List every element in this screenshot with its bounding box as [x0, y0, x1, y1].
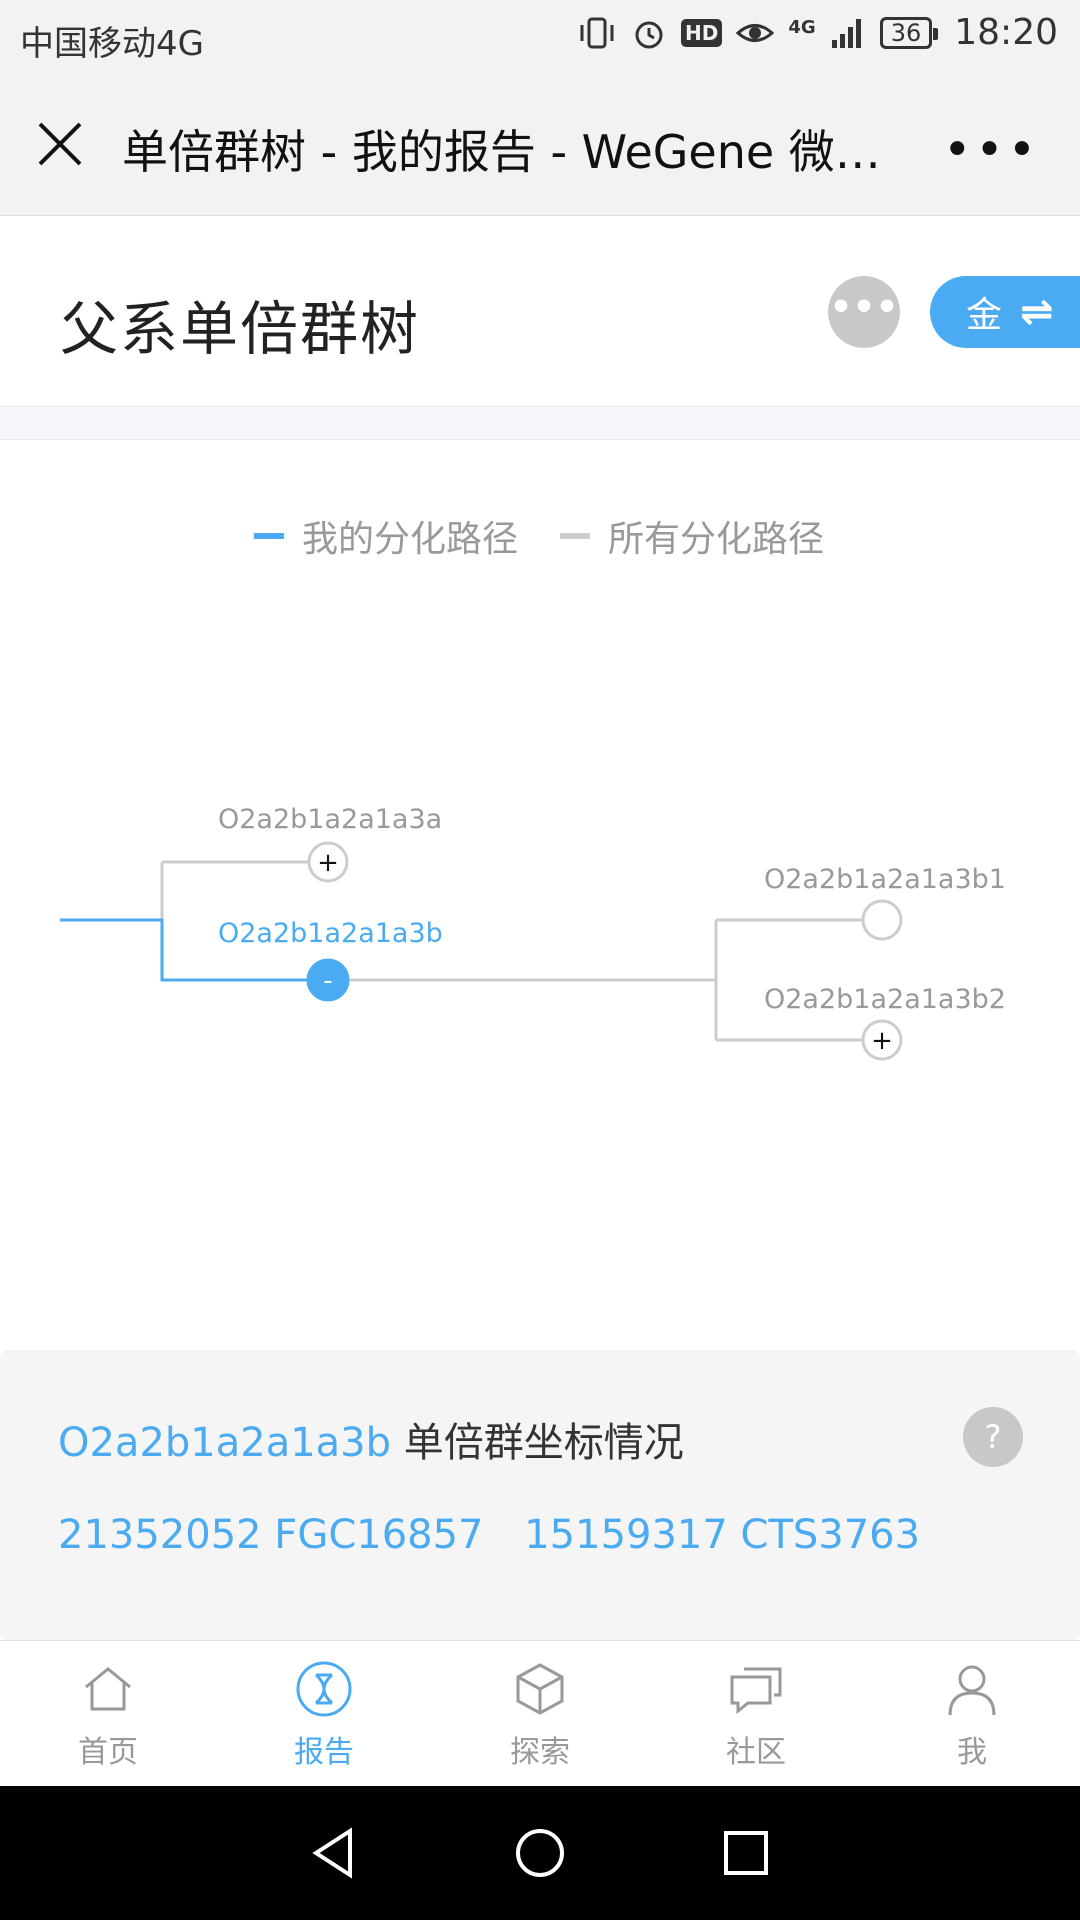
hd-badge: HD: [681, 18, 723, 47]
snp-list: 21352052 FGC16857 15159317 CTS3763: [58, 1512, 948, 1558]
info-haplogroup: O2a2b1a2a1a3b: [58, 1420, 392, 1466]
node-3b-toggle[interactable]: -: [306, 958, 350, 1002]
user-icon: [948, 1665, 996, 1716]
legend-item-mine: 我的分化路径: [254, 510, 518, 562]
legend-swatch-mine: [254, 533, 284, 539]
snp-item[interactable]: 15159317 CTS3763: [524, 1512, 921, 1558]
node-label-3a[interactable]: O2a2b1a2a1a3a: [218, 804, 443, 835]
cube-icon: [516, 1663, 564, 1715]
tab-me[interactable]: 我: [864, 1641, 1080, 1786]
close-icon[interactable]: [32, 116, 88, 172]
tab-label-community: 社区: [726, 1735, 786, 1770]
network-type-label: 4G: [788, 17, 816, 38]
tab-label-home: 首页: [78, 1735, 138, 1770]
node-3b2-toggle[interactable]: +: [861, 1019, 903, 1061]
node-label-3b2[interactable]: O2a2b1a2a1a3b2: [764, 984, 1006, 1015]
tab-community[interactable]: 社区: [648, 1641, 864, 1786]
tab-explore[interactable]: 探索: [432, 1641, 648, 1786]
tab-label-me: 我: [957, 1735, 987, 1770]
page-title: 父系单倍群树: [60, 295, 421, 363]
node-3a-toggle[interactable]: +: [307, 841, 349, 883]
switch-button[interactable]: 金 ⇌: [930, 276, 1080, 348]
switch-label: 金: [966, 295, 1003, 336]
tab-label-report: 报告: [294, 1735, 354, 1770]
home-icon: [85, 1667, 131, 1711]
help-button[interactable]: ?: [963, 1407, 1023, 1467]
node-3a-state: +: [317, 848, 339, 878]
nav-bar: 单倍群树 - 我的报告 - WeGene 微… •••: [0, 76, 1080, 216]
chat-icon: [730, 1667, 782, 1715]
legend-item-all: 所有分化路径: [560, 510, 824, 562]
info-title-suffix: 单倍群坐标情况: [391, 1420, 684, 1466]
alarm-icon: [635, 21, 663, 48]
tree-links: + - +: [60, 841, 903, 1061]
recents-icon[interactable]: [718, 1825, 774, 1881]
section-divider: [0, 406, 1080, 440]
page-header: 父系单倍群树 ••• 金 ⇌: [0, 216, 1080, 406]
status-icons: HD 4G 36 18:20: [577, 12, 1058, 53]
info-title: O2a2b1a2a1a3b 单倍群坐标情况: [58, 1410, 684, 1468]
legend-label-all: 所有分化路径: [608, 519, 825, 560]
node-3b2-state: +: [871, 1026, 893, 1056]
tab-label-explore: 探索: [510, 1735, 570, 1770]
node-3b1-toggle[interactable]: [861, 899, 903, 941]
more-options-button[interactable]: •••: [828, 276, 900, 348]
system-nav-bar: [0, 1786, 1080, 1920]
snp-item[interactable]: 21352052 FGC16857: [58, 1512, 484, 1558]
haplogroup-tree: + - + O2a2b1a2a1a3a O2a2b1a2a1a3b O2a2b1…: [0, 760, 1080, 1100]
vibrate-icon: [580, 17, 614, 48]
swap-icon: ⇌: [1020, 289, 1054, 335]
node-label-3b1[interactable]: O2a2b1a2a1a3b1: [764, 864, 1006, 895]
legend-label-mine: 我的分化路径: [302, 519, 519, 560]
tab-home[interactable]: 首页: [0, 1641, 216, 1786]
tab-report[interactable]: 报告: [216, 1641, 432, 1786]
node-3b-state: -: [323, 966, 332, 996]
carrier-name: 中国移动4G: [20, 24, 204, 64]
dna-icon: [296, 1661, 352, 1717]
home-circle-icon[interactable]: [512, 1825, 568, 1881]
status-bar: 中国移动4G HD 4G 36 18:20: [0, 0, 1080, 76]
signal-icon: [831, 18, 861, 48]
clock: 18:20: [954, 12, 1058, 53]
haplogroup-info-panel: O2a2b1a2a1a3b 单倍群坐标情况 ? 21352052 FGC1685…: [0, 1350, 1080, 1640]
legend-swatch-all: [560, 533, 591, 539]
node-label-3b[interactable]: O2a2b1a2a1a3b: [218, 918, 443, 949]
more-menu-button[interactable]: •••: [943, 122, 1040, 178]
eye-icon: [736, 23, 775, 42]
battery-icon: 36: [879, 16, 938, 49]
window-title: 单倍群树 - 我的报告 - WeGene 微…: [122, 125, 881, 179]
back-icon[interactable]: [306, 1825, 362, 1881]
legend: 我的分化路径 所有分化路径: [254, 510, 866, 562]
link-my-path: [60, 918, 310, 982]
bottom-tab-bar: 首页 报告 探索 社区 我: [0, 1640, 1080, 1786]
